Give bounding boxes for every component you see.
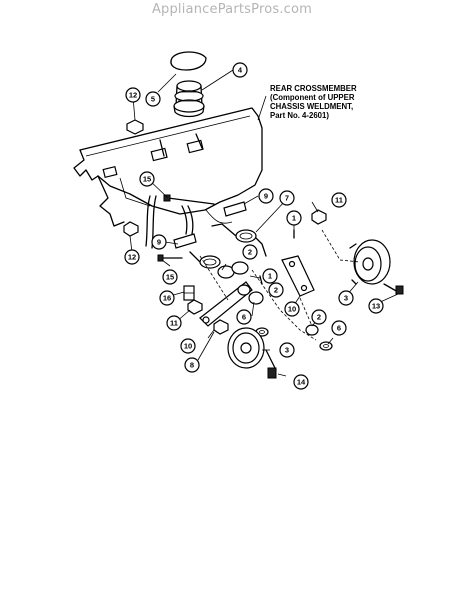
- retaining-ring: [170, 51, 207, 71]
- svg-text:10: 10: [288, 305, 296, 314]
- svg-text:9: 9: [157, 238, 161, 247]
- svg-text:6: 6: [337, 324, 341, 333]
- callout-5: 5: [145, 91, 161, 107]
- assembly-outline: [251, 269, 317, 341]
- svg-text:12: 12: [128, 253, 136, 262]
- svg-text:4: 4: [238, 66, 243, 75]
- callout-2-top: 2: [242, 244, 258, 260]
- svg-text:1: 1: [268, 272, 272, 281]
- callouts: 4 5 12 15 9 7 11 1 9 12 2 1 15 2 16 3 10…: [124, 62, 384, 390]
- note-line-1: REAR CROSSMEMBER: [270, 84, 357, 93]
- callout-6-left: 6: [236, 309, 252, 325]
- svg-text:9: 9: [264, 192, 268, 201]
- bolts-left: [157, 194, 215, 301]
- svg-text:2: 2: [248, 248, 252, 257]
- note-line-4: Part No. 4-2601): [270, 111, 329, 120]
- spacer-tubes: [173, 201, 247, 249]
- callout-4: 4: [232, 62, 248, 78]
- callout-9-left: 9: [151, 234, 167, 250]
- callout-13: 13: [368, 298, 384, 314]
- callout-1-top: 1: [286, 210, 302, 226]
- pins: [259, 229, 295, 285]
- site-watermark: AppliancePartsPros.com: [151, 2, 313, 17]
- callout-14: 14: [293, 374, 309, 390]
- idler-pulley-lower: [227, 327, 277, 379]
- callout-12-top: 12: [125, 87, 141, 103]
- svg-text:15: 15: [143, 175, 151, 184]
- svg-text:14: 14: [297, 378, 306, 387]
- svg-text:3: 3: [285, 346, 289, 355]
- torsion-springs: [189, 223, 267, 269]
- callout-11-lower: 11: [166, 315, 182, 331]
- svg-text:13: 13: [372, 302, 380, 311]
- callout-2-lower: 2: [311, 309, 327, 325]
- svg-text:8: 8: [190, 361, 194, 370]
- idler-pulley-right: [321, 229, 404, 295]
- nut-right: [311, 209, 327, 225]
- svg-text:5: 5: [151, 95, 155, 104]
- callout-9-top: 9: [258, 188, 274, 204]
- svg-text:2: 2: [317, 313, 321, 322]
- svg-text:15: 15: [166, 273, 174, 282]
- svg-text:7: 7: [285, 194, 289, 203]
- callout-3-lower: 3: [279, 342, 295, 358]
- callout-10-right: 10: [284, 301, 300, 317]
- svg-text:11: 11: [335, 196, 343, 205]
- note-line-2: (Component of UPPER: [270, 93, 355, 102]
- callout-10-lower: 10: [180, 338, 196, 354]
- callout-8: 8: [184, 357, 200, 373]
- svg-text:16: 16: [163, 294, 171, 303]
- bushings: [217, 261, 333, 351]
- nut-mid: [213, 319, 229, 335]
- callout-11-right: 11: [331, 192, 347, 208]
- callout-7: 7: [279, 190, 295, 206]
- callout-15-mid: 15: [162, 269, 178, 285]
- callout-2-mid: 2: [268, 282, 284, 298]
- svg-text:3: 3: [344, 294, 348, 303]
- svg-text:2: 2: [274, 286, 278, 295]
- svg-text:6: 6: [242, 313, 246, 322]
- svg-text:1: 1: [292, 214, 296, 223]
- svg-text:11: 11: [170, 319, 178, 328]
- callout-15-top: 15: [139, 171, 155, 187]
- callout-12-left: 12: [124, 249, 140, 265]
- nut-lower: [187, 299, 203, 315]
- svg-text:10: 10: [184, 342, 192, 351]
- nut-top: [126, 119, 144, 135]
- note-line-3: CHASSIS WELDMENT,: [270, 102, 353, 111]
- callout-3-right: 3: [338, 290, 354, 306]
- nut-left: [123, 221, 139, 237]
- callout-1-mid: 1: [262, 268, 278, 284]
- callout-16: 16: [159, 290, 175, 306]
- rear-crossmember: [73, 107, 263, 249]
- top-pulley: [173, 80, 205, 118]
- svg-text:12: 12: [129, 91, 137, 100]
- callout-6-right: 6: [331, 320, 347, 336]
- crossmember-note: REAR CROSSMEMBER (Component of UPPER CHA…: [270, 84, 357, 120]
